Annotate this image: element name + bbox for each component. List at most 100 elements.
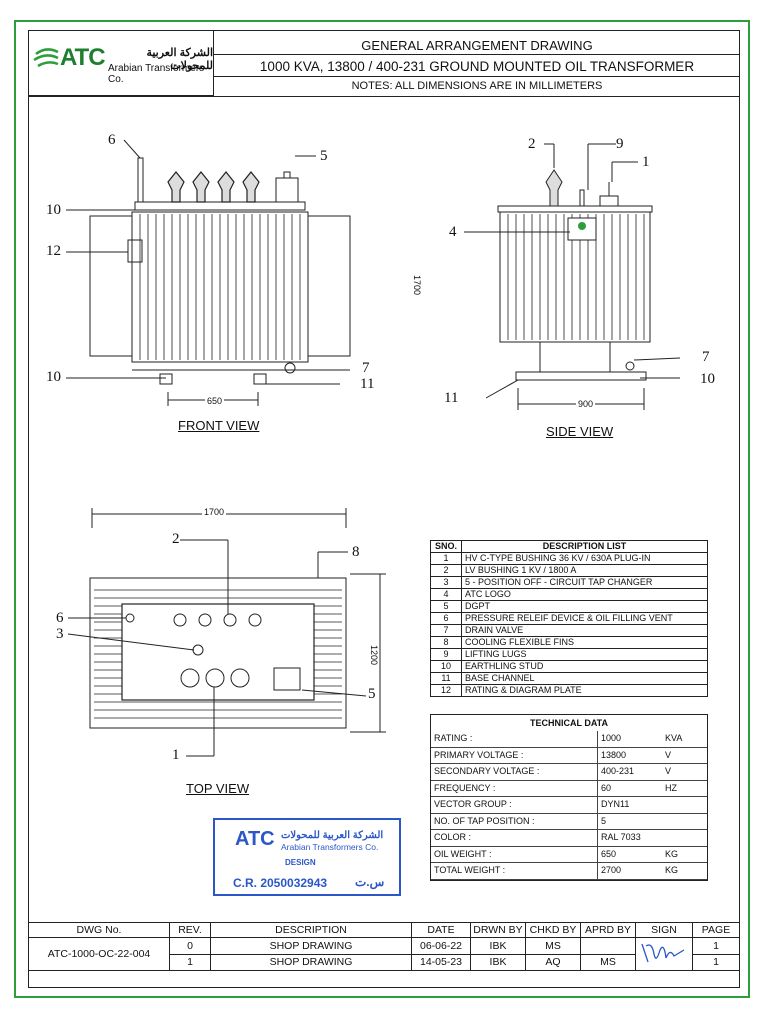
title-block-header: DWG No. REV. DESCRIPTION DATE DRWN BY CH… xyxy=(28,922,740,938)
col-sno: SNO. xyxy=(430,540,462,553)
front-view-dim-width: 650 xyxy=(205,396,225,406)
front-callout-10-top: 10 xyxy=(46,202,61,218)
side-callout-2: 2 xyxy=(528,136,536,152)
tb-header-date: DATE xyxy=(411,922,471,938)
stamp-logo-text: ATC xyxy=(235,828,275,850)
top-callout-6: 6 xyxy=(56,610,64,626)
rev-checked-by: AQ xyxy=(525,953,581,971)
drawing-notes: NOTES: ALL DIMENSIONS ARE IN MILLIMETERS xyxy=(351,80,603,92)
description-text: 5 - POSITION OFF - CIRCUIT TAP CHANGER xyxy=(461,576,708,589)
front-view-dim-height: 1700 xyxy=(412,274,423,296)
technical-data-unit: V xyxy=(662,763,707,781)
description-sno: 2 xyxy=(430,564,462,577)
tb-header-description: DESCRIPTION xyxy=(210,922,412,938)
signature-mark xyxy=(641,943,685,963)
description-sno: 4 xyxy=(430,588,462,601)
rev-page: 1 xyxy=(692,937,740,955)
outer-green-border xyxy=(14,20,750,998)
side-view-label: SIDE VIEW xyxy=(546,424,614,439)
top-view-label: TOP VIEW xyxy=(186,781,250,796)
technical-data-box xyxy=(430,714,708,881)
technical-data-label: SECONDARY VOLTAGE : xyxy=(431,763,598,781)
side-callout-10: 10 xyxy=(700,371,715,387)
description-text: EARTHLING STUD xyxy=(461,660,708,673)
technical-data-value: DYN11 xyxy=(597,796,662,814)
technical-data-value: 650 xyxy=(597,846,662,863)
description-sno: 12 xyxy=(430,684,462,697)
side-callout-4: 4 xyxy=(449,224,457,240)
side-callout-1: 1 xyxy=(642,154,650,170)
description-list-header: SNO. DESCRIPTION LIST xyxy=(430,540,708,553)
description-text: PRESSURE RELEIF DEVICE & OIL FILLING VEN… xyxy=(461,612,708,625)
description-sno: 1 xyxy=(430,552,462,565)
technical-data-label: OIL WEIGHT : xyxy=(431,846,598,863)
technical-data-unit: HZ xyxy=(662,780,707,797)
top-view-drawing xyxy=(67,508,386,757)
technical-data-value: 60 xyxy=(597,780,662,797)
tb-header-drwn-by: DRWN BY xyxy=(470,922,526,938)
rev-drawn-by: IBK xyxy=(470,953,526,971)
rev-date: 14-05-23 xyxy=(411,953,471,971)
rev-page: 1 xyxy=(692,953,740,971)
technical-data-value: RAL 7033 xyxy=(597,829,662,847)
description-sno: 3 xyxy=(430,576,462,589)
top-callout-1: 1 xyxy=(172,747,180,763)
stamp-company-arabic: الشركة العربية للمحولات xyxy=(281,830,384,841)
tb-header-sign: SIGN xyxy=(635,922,693,938)
technical-data-unit: KG xyxy=(662,862,707,880)
technical-data-value: 13800 xyxy=(597,747,662,764)
side-view-drawing xyxy=(464,143,681,410)
rev-description: SHOP DRAWING xyxy=(210,937,412,955)
title-block-table: DWG No. REV. DESCRIPTION DATE DRWN BY CH… xyxy=(28,922,740,971)
description-text: DGPT xyxy=(461,600,708,613)
revision-row: ATC-1000-OC-22-004 0 SHOP DRAWING 06-06-… xyxy=(28,937,740,971)
rev-checked-by: MS xyxy=(525,937,581,955)
technical-data-label: VECTOR GROUP : xyxy=(431,796,598,814)
drawing-subtitle: 1000 KVA, 13800 / 400-231 GROUND MOUNTED… xyxy=(259,59,695,74)
front-view-label: FRONT VIEW xyxy=(178,418,260,433)
description-sno: 6 xyxy=(430,612,462,625)
technical-data-value: 1000 xyxy=(597,731,662,748)
description-sno: 11 xyxy=(430,672,462,685)
technical-data-row: NO. OF TAP POSITION :5 xyxy=(431,813,707,830)
tb-header-dwg-no: DWG No. xyxy=(28,922,170,938)
technical-data-value: 2700 xyxy=(597,862,662,880)
top-view-dim-width: 1700 xyxy=(202,507,227,517)
front-callout-12: 12 xyxy=(46,243,61,259)
side-callout-9: 9 xyxy=(616,136,624,152)
tb-header-aprd-by: APRD BY xyxy=(580,922,636,938)
technical-data-label: TOTAL WEIGHT : xyxy=(431,862,598,880)
top-callout-3: 3 xyxy=(56,626,64,642)
description-text: ATC LOGO xyxy=(461,588,708,601)
technical-data-label: PRIMARY VOLTAGE : xyxy=(431,747,598,764)
description-text: HV C-TYPE BUSHING 36 KV / 630A PLUG-IN xyxy=(461,552,708,565)
rev-number: 1 xyxy=(169,953,211,971)
technical-data-label: RATING : xyxy=(431,731,598,748)
technical-data-row: VECTOR GROUP :DYN11 xyxy=(431,796,707,814)
front-callout-11: 11 xyxy=(360,376,375,392)
description-text: COOLING FLEXIBLE FINS xyxy=(461,636,708,649)
company-stamp: ATC الشركة العربية للمحولات Arabian Tran… xyxy=(213,818,401,896)
top-callout-5: 5 xyxy=(368,686,376,702)
side-view-dim-width: 900 xyxy=(576,399,596,409)
rev-number: 0 xyxy=(169,937,211,955)
top-callout-8: 8 xyxy=(352,544,360,560)
revision-row: 1 SHOP DRAWING 14-05-23 IBK AQ MS 1 xyxy=(29,953,740,971)
side-callout-11: 11 xyxy=(444,390,459,406)
stamp-company-english: Arabian Transformers Co. xyxy=(281,842,379,852)
description-text: LV BUSHING 1 KV / 1800 A xyxy=(461,564,708,577)
